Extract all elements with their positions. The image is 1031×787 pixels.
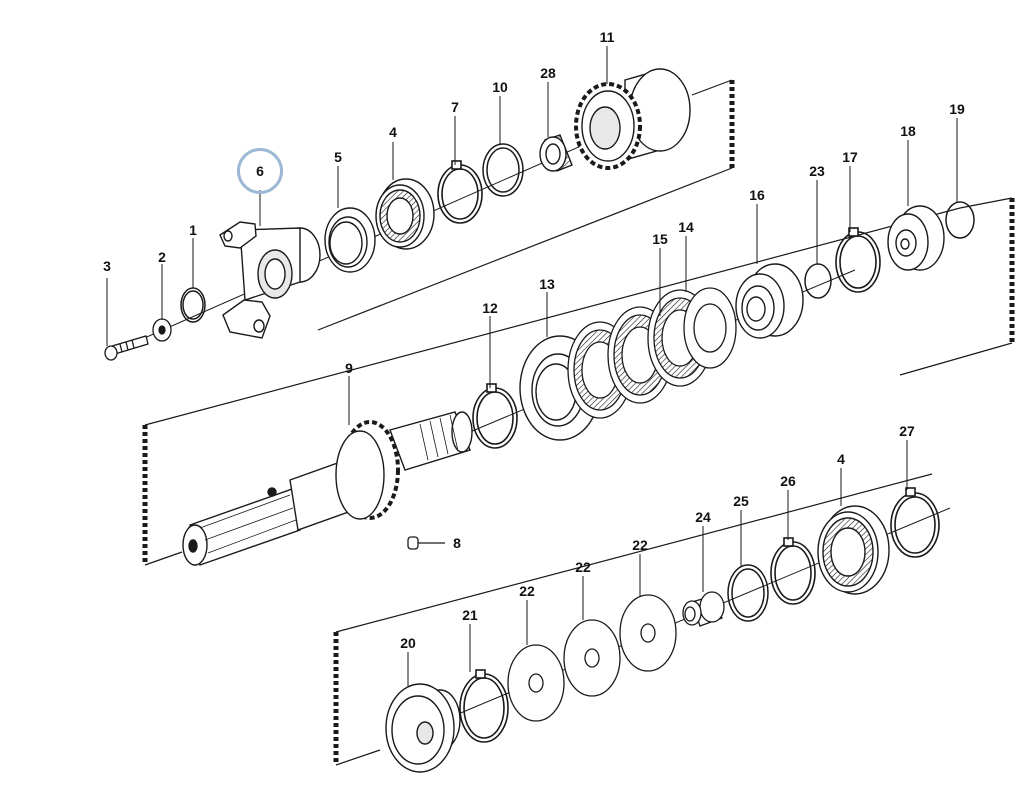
part-2-washer — [152, 318, 172, 342]
callout-16[interactable]: 16 — [749, 187, 765, 203]
part-27-snap-ring — [890, 487, 940, 558]
part-22-washers — [507, 594, 677, 722]
callout-4-lower[interactable]: 4 — [837, 451, 845, 467]
part-19-ring — [945, 201, 975, 239]
callout-1[interactable]: 1 — [189, 222, 197, 238]
callout-19[interactable]: 19 — [949, 101, 965, 117]
callout-23[interactable]: 23 — [809, 163, 825, 179]
part-25-ring — [727, 564, 769, 622]
part-28-needle-bearing — [539, 134, 573, 172]
callout-2[interactable]: 2 — [158, 249, 166, 265]
callout-9[interactable]: 9 — [345, 360, 353, 376]
part-11-gear — [574, 68, 691, 170]
callout-26[interactable]: 26 — [780, 473, 796, 489]
callout-13[interactable]: 13 — [539, 276, 555, 292]
part-26-snap-ring — [770, 537, 816, 605]
part-24-bushing — [682, 591, 725, 627]
upper-assembly-frame — [317, 79, 735, 331]
callout-8[interactable]: 8 — [453, 535, 461, 551]
part-3-bolt — [104, 335, 149, 361]
callout-18[interactable]: 18 — [900, 123, 916, 139]
callout-5[interactable]: 5 — [334, 149, 342, 165]
part-20-cup — [385, 683, 461, 773]
part-6-yoke-flange — [219, 221, 321, 339]
callout-12[interactable]: 12 — [482, 300, 498, 316]
part-4-bearing-upper — [375, 178, 435, 250]
callout-14[interactable]: 14 — [678, 219, 694, 235]
part-17-snap-ring — [835, 227, 881, 293]
callout-24[interactable]: 24 — [695, 509, 711, 525]
callout-22-a[interactable]: 22 — [519, 583, 535, 599]
callout-4-upper[interactable]: 4 — [389, 124, 397, 140]
part-18-bearing-cup — [887, 205, 945, 271]
part-23-ring — [804, 263, 832, 299]
part-9-shaft — [182, 411, 473, 566]
highlight-circle-part-6 — [237, 148, 283, 194]
part-7-snap-ring — [437, 160, 483, 224]
lower-assembly-frame — [333, 473, 933, 766]
part-10-ring — [482, 143, 524, 197]
callout-21[interactable]: 21 — [462, 607, 478, 623]
callout-6[interactable]: 6 — [256, 163, 264, 179]
callout-17[interactable]: 17 — [842, 149, 858, 165]
callout-11[interactable]: 11 — [599, 29, 615, 45]
callout-27[interactable]: 27 — [899, 423, 915, 439]
callout-20[interactable]: 20 — [400, 635, 416, 651]
callout-22-c[interactable]: 22 — [632, 537, 648, 553]
callout-3[interactable]: 3 — [103, 258, 111, 274]
callout-22-b[interactable]: 22 — [575, 559, 591, 575]
part-21-snap-ring — [459, 669, 509, 743]
callout-7[interactable]: 7 — [451, 99, 459, 115]
callout-25[interactable]: 25 — [733, 493, 749, 509]
callout-28[interactable]: 28 — [540, 65, 556, 81]
callout-10[interactable]: 10 — [492, 79, 508, 95]
leader-lines — [106, 46, 958, 686]
part-4-bearing-lower — [817, 505, 890, 595]
part-12-snap-ring — [472, 383, 518, 449]
part-16-hub — [735, 263, 804, 339]
callout-15[interactable]: 15 — [652, 231, 668, 247]
part-8-pin — [407, 536, 445, 550]
part-5-seal — [324, 207, 376, 273]
part-14-clutch-plate — [683, 287, 737, 369]
